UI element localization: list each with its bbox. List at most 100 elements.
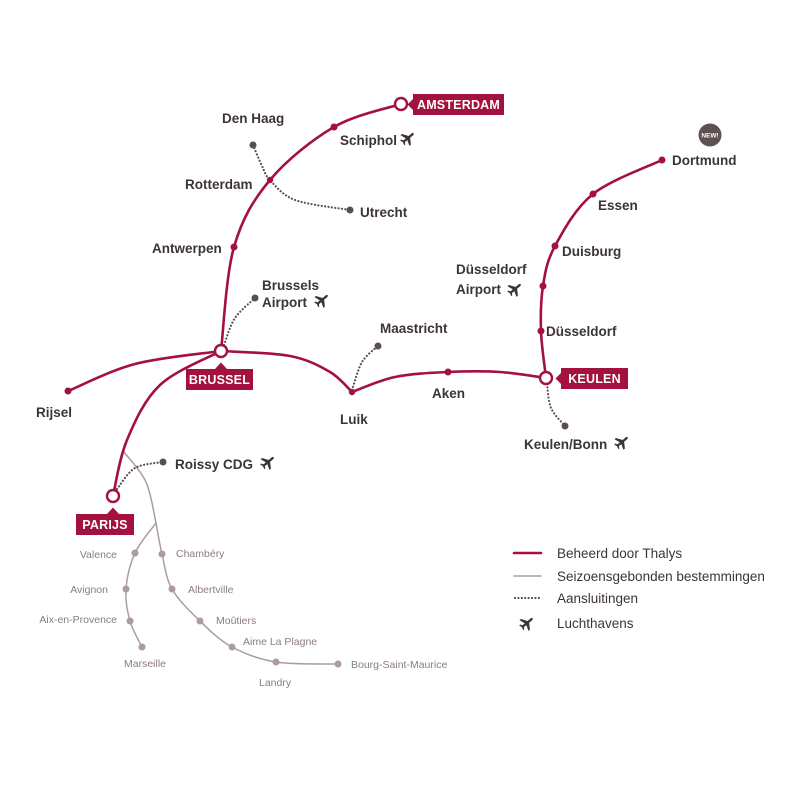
hub-label-background xyxy=(413,94,504,115)
connection-line-keulen-bonn xyxy=(545,382,567,428)
station-dot xyxy=(249,141,257,149)
station-brussels-airport: Brussels Airport xyxy=(251,278,331,310)
legend-label: Luchthavens xyxy=(557,616,634,631)
seasonal-station-albertville: Albertville xyxy=(168,584,234,596)
station-dot xyxy=(272,658,280,666)
station-label: Bourg-Saint-Maurice xyxy=(351,659,447,671)
station-label: Düsseldorf xyxy=(546,324,617,339)
station-label: Schiphol xyxy=(340,133,397,148)
station-label: Moûtiers xyxy=(216,615,256,627)
airplane-icon xyxy=(518,614,536,632)
connection-line-roissy-cdg xyxy=(115,460,165,491)
station-label-line-1: Düsseldorf xyxy=(456,262,527,277)
station-dot xyxy=(537,327,545,335)
seasonal-station-bourg-saint-maurice: Bourg-Saint-Maurice xyxy=(334,659,447,671)
station-dot xyxy=(374,342,382,350)
connection-line-brussels-airport xyxy=(222,296,257,347)
station-label: Luik xyxy=(340,412,368,427)
station-dot xyxy=(348,388,356,396)
hub-label: BRUSSEL xyxy=(189,373,250,387)
station-dot xyxy=(159,458,167,466)
station-dot xyxy=(230,243,238,251)
station-luik: Luik xyxy=(340,388,368,427)
thalys-lines xyxy=(66,102,664,498)
legend: Beheerd door Thalys Seizoensgebonden bes… xyxy=(512,546,765,632)
station-label: Den Haag xyxy=(222,111,284,126)
station-dortmund: Dortmund NEW! xyxy=(658,123,737,168)
airplane-icon xyxy=(259,453,277,471)
new-badge: NEW! xyxy=(698,123,722,147)
station-dot xyxy=(168,585,176,593)
station-dot xyxy=(266,176,274,184)
seasonal-stations: Valence Avignon Aix-en-Provence Marseill… xyxy=(39,548,447,689)
hub-label-background xyxy=(186,369,253,390)
hub-brussel: BRUSSEL xyxy=(186,343,253,390)
station-label: Aken xyxy=(432,386,465,401)
station-label: Marseille xyxy=(124,658,166,670)
station-dot xyxy=(539,282,547,290)
hub-label-pointer xyxy=(107,507,119,514)
station-dot xyxy=(346,206,354,214)
station-dot xyxy=(561,422,569,430)
station-label: Avignon xyxy=(70,584,108,596)
new-badge-circle xyxy=(698,123,722,147)
seasonal-station-avignon: Avignon xyxy=(70,584,130,596)
station-label: Valence xyxy=(80,549,117,561)
station-dusseldorf: Düsseldorf xyxy=(537,324,617,339)
station-essen: Essen xyxy=(589,190,638,213)
thalys-line-brussel-luik xyxy=(219,349,354,394)
station-dot xyxy=(131,549,139,557)
seasonal-station-moutiers: Moûtiers xyxy=(196,615,256,627)
station-dot xyxy=(126,617,134,625)
station-dot xyxy=(444,368,452,376)
seasonal-station-landry: Landry xyxy=(259,658,292,689)
station-label: Aime La Plagne xyxy=(243,636,317,648)
seasonal-station-marseille: Marseille xyxy=(124,643,166,670)
station-dot xyxy=(64,387,72,395)
station-label: Keulen/Bonn xyxy=(524,437,607,452)
station-label: Rotterdam xyxy=(185,177,253,192)
seasonal-station-aix-en-provence: Aix-en-Provence xyxy=(39,614,134,626)
station-dot xyxy=(122,585,130,593)
hub-label: PARIJS xyxy=(82,518,127,532)
station-label: Aix-en-Provence xyxy=(39,614,117,626)
seasonal-station-chambery: Chambéry xyxy=(158,548,225,560)
station-label-line-2: Airport xyxy=(456,282,502,297)
station-maastricht: Maastricht xyxy=(374,321,448,350)
hub-label: KEULEN xyxy=(568,372,621,386)
connection-lines xyxy=(115,143,567,491)
station-label: Antwerpen xyxy=(152,241,222,256)
hub-marker xyxy=(105,488,121,504)
connection-line-den-haag-utrecht xyxy=(251,143,352,212)
airplane-icon xyxy=(399,129,417,147)
legend-item-airports: Luchthavens xyxy=(518,614,634,632)
hub-label-pointer xyxy=(215,362,227,369)
station-label: Essen xyxy=(598,198,638,213)
station-utrecht: Utrecht xyxy=(346,205,408,220)
new-badge-text: NEW! xyxy=(701,133,718,140)
legend-label: Seizoensgebonden bestemmingen xyxy=(557,569,765,584)
thalys-line-keulen-dortmund xyxy=(539,158,664,380)
hub-parijs: PARIJS xyxy=(76,488,134,535)
legend-item-connections: Aansluitingen xyxy=(513,591,638,606)
hub-marker xyxy=(213,343,229,359)
seasonal-station-valence: Valence xyxy=(80,549,139,561)
station-schiphol: Schiphol xyxy=(330,123,417,148)
station-dot xyxy=(334,660,342,668)
station-duisburg: Duisburg xyxy=(551,242,621,259)
station-label: Maastricht xyxy=(380,321,448,336)
connection-line-maastricht xyxy=(350,344,380,392)
station-label: Duisburg xyxy=(562,244,621,259)
hub-label-background xyxy=(76,514,134,535)
station-den-haag: Den Haag xyxy=(222,111,284,149)
hub-keulen: KEULEN xyxy=(538,368,628,389)
station-roissy-cdg: Roissy CDG xyxy=(159,453,277,472)
seasonal-line-trunk xyxy=(123,451,157,524)
hub-amsterdam: AMSTERDAM xyxy=(393,94,504,115)
station-dot xyxy=(138,643,146,651)
seasonal-station-aime-la-plagne: Aime La Plagne xyxy=(228,636,317,651)
station-label: Chambéry xyxy=(176,548,225,560)
station-rijsel: Rijsel xyxy=(36,387,72,420)
station-label-line-1: Brussels xyxy=(262,278,319,293)
